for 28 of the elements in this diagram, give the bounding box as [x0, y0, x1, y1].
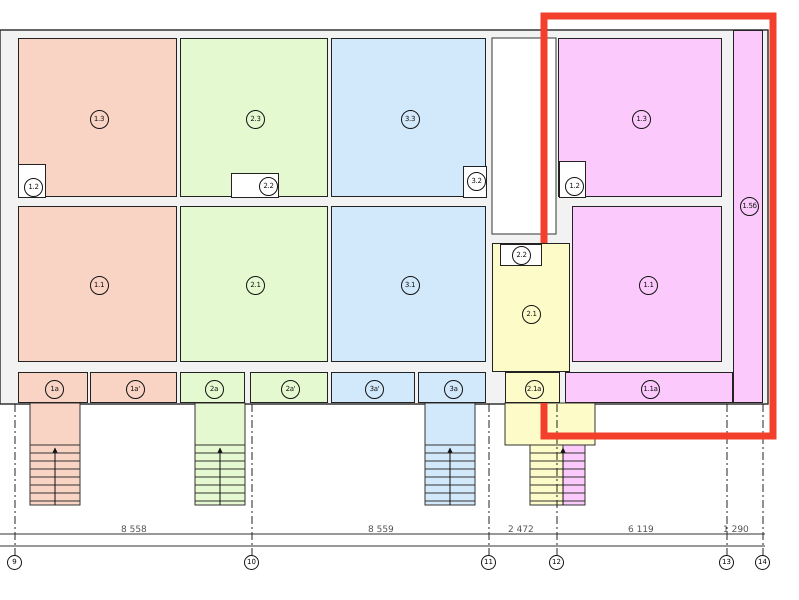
dimension-value: 2 472 [508, 525, 534, 535]
dimension-value: 8 558 [121, 525, 147, 535]
room-area [331, 38, 486, 197]
room-area [733, 30, 763, 403]
room-area [331, 372, 415, 403]
restroom-area [559, 161, 586, 198]
restroom-area [500, 244, 542, 266]
room-area [418, 372, 486, 403]
room-area [180, 372, 245, 403]
room-area [558, 38, 722, 197]
dimension-value: 6 119 [628, 525, 654, 535]
room-area [565, 372, 733, 403]
room-area [505, 372, 560, 403]
restroom-area [463, 166, 487, 198]
room-area [180, 38, 328, 197]
restroom-area [18, 164, 46, 198]
room-area [18, 38, 177, 197]
room-area [90, 372, 177, 403]
room-area [18, 372, 88, 403]
room-area [180, 206, 328, 362]
room-area [18, 206, 177, 362]
room-area [331, 206, 486, 362]
restroom-area [231, 173, 279, 198]
room-area [250, 372, 328, 403]
dimension-value: 8 559 [368, 525, 394, 535]
dimension-value: 1 290 [723, 525, 749, 535]
room-area [492, 243, 570, 372]
room-area [572, 206, 722, 362]
